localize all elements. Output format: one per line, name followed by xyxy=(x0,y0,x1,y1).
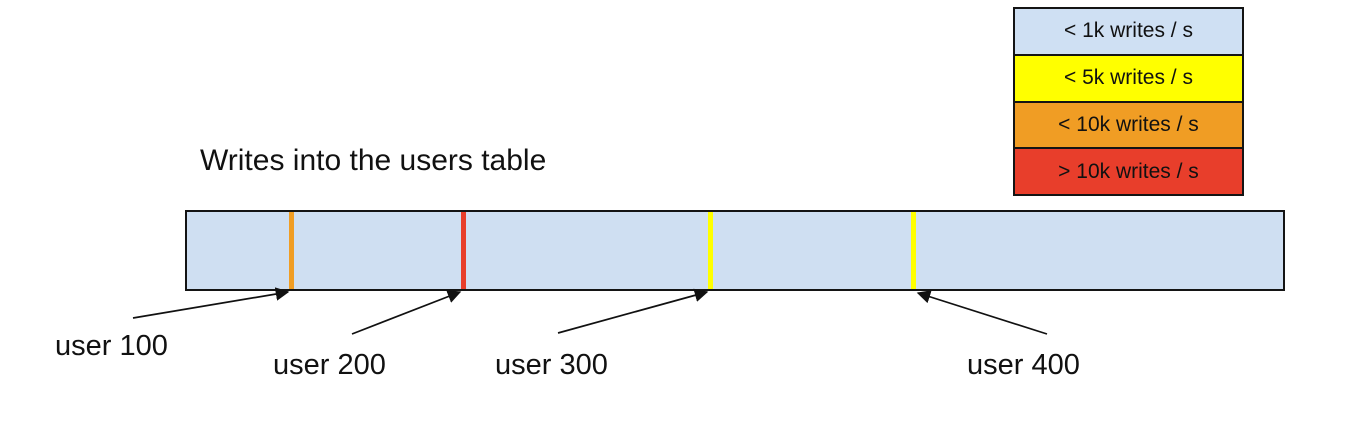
arrow xyxy=(916,290,1048,335)
write-hotspot-marker xyxy=(910,212,916,289)
legend-item-label: < 10k writes / s xyxy=(1058,112,1199,136)
legend-item-label: > 10k writes / s xyxy=(1058,159,1199,183)
arrow xyxy=(557,288,709,334)
legend-item: < 5k writes / s xyxy=(1013,53,1244,103)
user-label: user 300 xyxy=(495,349,608,381)
write-hotspot-marker xyxy=(460,212,466,289)
legend-item: > 10k writes / s xyxy=(1013,147,1244,196)
legend: < 1k writes / s < 5k writes / s < 10k writ… xyxy=(1013,7,1244,196)
legend-item: < 1k writes / s xyxy=(1013,7,1244,56)
arrow xyxy=(132,287,290,319)
legend-item: < 10k writes / s xyxy=(1013,100,1244,150)
legend-item-label: < 5k writes / s xyxy=(1064,66,1193,90)
user-label: user 400 xyxy=(967,349,1080,381)
write-hotspot-marker xyxy=(707,212,713,289)
arrow xyxy=(351,290,462,335)
user-label: user 100 xyxy=(55,330,168,362)
legend-item-label: < 1k writes / s xyxy=(1064,19,1193,43)
diagram-title: Writes into the users table xyxy=(200,144,547,177)
write-hotspot-marker xyxy=(288,212,294,289)
user-label: user 200 xyxy=(273,349,386,381)
users-table-bar xyxy=(185,210,1285,291)
